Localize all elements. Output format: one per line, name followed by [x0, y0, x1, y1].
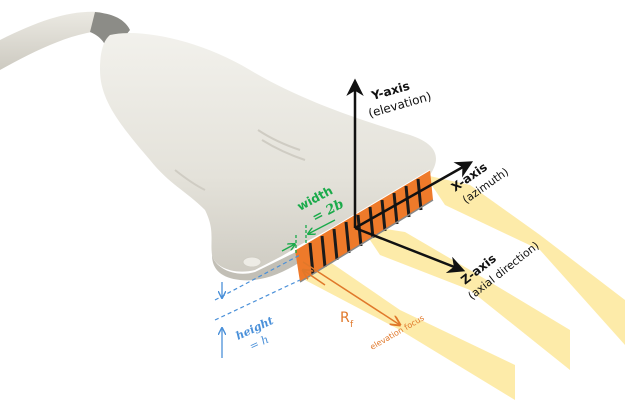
probe-body [100, 33, 436, 281]
ultrasound-beams [300, 175, 625, 400]
probe-cable [0, 11, 130, 70]
coordinate-axes [346, 78, 474, 274]
height-annotation: height = h [214, 254, 301, 358]
svg-text:f: f [350, 320, 354, 330]
x-axis-arrow [354, 161, 474, 230]
svg-text:R: R [340, 310, 350, 326]
transducer-array-face [294, 169, 434, 283]
y-axis-label: Y-axis (elevation) [367, 79, 433, 121]
z-axis-arrow [354, 226, 466, 274]
